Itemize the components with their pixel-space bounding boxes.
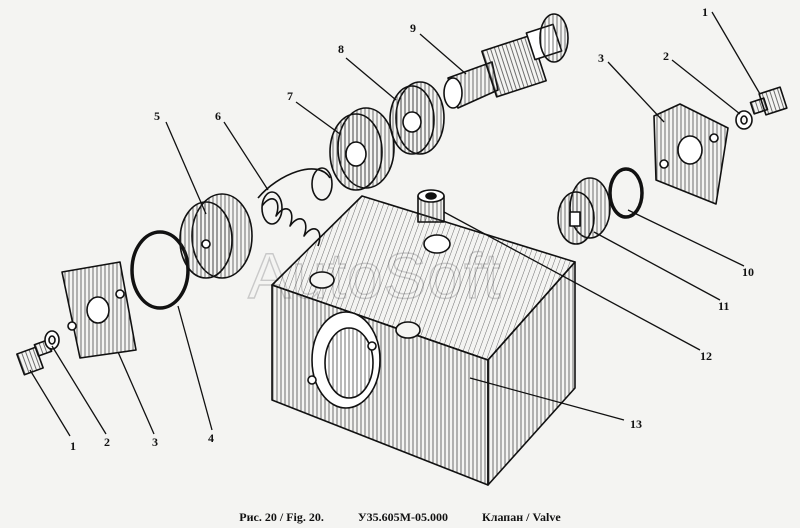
- callout-1-right: 1: [702, 5, 708, 19]
- callout-8: 8: [338, 42, 344, 56]
- figure-caption: Рис. 20 / Fig. 20. У35.605М-05.000 Клапа…: [0, 510, 800, 525]
- o-ring-right: [608, 167, 644, 219]
- callout-5: 5: [154, 109, 160, 123]
- callout-4: 4: [208, 431, 214, 445]
- caption-figure-number: Рис. 20 / Fig. 20.: [239, 510, 324, 524]
- valve-stem: [443, 13, 569, 109]
- callout-9: 9: [410, 21, 416, 35]
- bolt-right: [749, 86, 788, 116]
- callout-7: 7: [287, 89, 293, 103]
- callout-12: 12: [700, 349, 712, 363]
- callout-10: 10: [742, 265, 754, 279]
- callout-2-right: 2: [663, 49, 669, 63]
- valve-disk-8: [389, 81, 445, 155]
- caption-part-code: У35.605М-05.000: [357, 510, 449, 524]
- leader-lines: [29, 11, 761, 437]
- callout-3-right: 3: [598, 51, 604, 65]
- callout-3-left: 3: [152, 435, 158, 449]
- callout-2-left: 2: [104, 435, 110, 449]
- callout-1-left: 1: [70, 439, 76, 453]
- spring: [257, 167, 333, 247]
- flange-plate-left: [61, 261, 137, 359]
- callout-13: 13: [630, 417, 642, 431]
- callout-11: 11: [718, 299, 729, 313]
- callout-6: 6: [215, 109, 221, 123]
- check-valve-insert: [557, 177, 611, 245]
- valve-body-block: [271, 189, 576, 486]
- piston-disk: [179, 193, 253, 279]
- fitting-nipple: [417, 189, 445, 223]
- callout-labels: 1 2 3 4 5 6 7 8 9 1 2 3 10 11 12 13: [70, 5, 754, 453]
- o-ring-left: [130, 230, 190, 310]
- caption-title: Клапан / Valve: [482, 510, 561, 524]
- valve-disk-7: [329, 107, 395, 191]
- flange-plate-right: [653, 103, 729, 205]
